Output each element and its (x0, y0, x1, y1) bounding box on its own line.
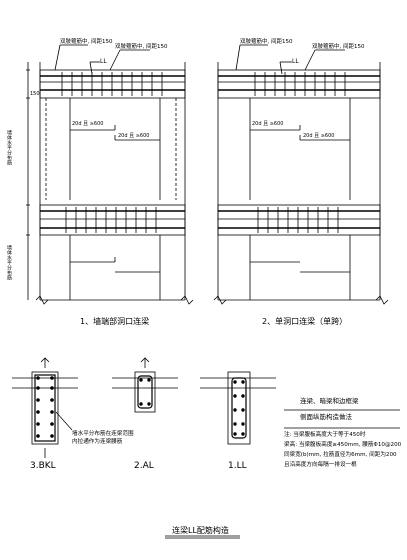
middle-note-line-1: 墙水平分布筋在连梁范围 (72, 431, 134, 437)
footer-underline (165, 535, 240, 539)
section-ll-label: 1.LL (228, 461, 247, 471)
left-top-note-1: 双肢箍筋中, 间距150 (60, 39, 113, 45)
right-anchor-b: 20d 且 ≥600 (303, 133, 335, 139)
section-al-label: 2.AL (134, 461, 154, 471)
section-ll (200, 371, 276, 445)
notes-line-2: 梁高: 当梁腹板高度≥450mm, 腰筋Φ10@200 (284, 442, 402, 448)
middle-note-leader (55, 411, 73, 431)
left-dim-short: 150 (30, 91, 40, 97)
right-anchor-a: 20d 且 ≥600 (252, 121, 284, 127)
notes-title-2: 侧面纵筋构造做法 (300, 413, 352, 421)
section-al (112, 357, 178, 413)
left-anchor-b: 20d 且 ≥600 (118, 133, 150, 139)
footer-title: 连梁LL配筋构造 (172, 526, 229, 535)
left-elevation (26, 44, 194, 305)
left-anchor-a: 20d 且 ≥600 (72, 121, 104, 127)
section-bkl (12, 357, 78, 458)
right-top-note-1: 双肢箍筋中, 间距150 (240, 39, 293, 45)
left-caption: 1、墙端部洞口连梁 (80, 317, 150, 326)
section-bkl-label: 3.BKL (30, 461, 56, 471)
right-caption: 2、单洞口连梁（单跨） (262, 317, 348, 326)
right-beam-label: LL (292, 58, 299, 65)
notes-line-4: 且沿高度方向每隔一排设一根 (284, 462, 357, 468)
left-side-label: 墙体水平分布筋 (6, 130, 12, 165)
right-elevation (213, 44, 389, 305)
left-beam-label: LL (100, 58, 107, 65)
notes-line-3: 同梁宽(b)mm, 拉筋直径为6mm, 间距为200 (284, 452, 397, 458)
notes-line-1: 注: 当梁腹板高度大于等于450时 (284, 432, 366, 438)
right-top-note-2: 双肢箍筋中, 间距150 (312, 44, 365, 50)
notes-box-frame (284, 409, 400, 429)
notes-title-1: 连梁、暗梁和边框梁 (300, 397, 359, 405)
middle-note-line-2: 内拉通作为连梁腰筋 (72, 439, 123, 445)
left-top-note-2: 双肢箍筋中, 间距150 (115, 44, 168, 50)
left-side-label-2: 墙体水平分布筋 (6, 245, 12, 280)
